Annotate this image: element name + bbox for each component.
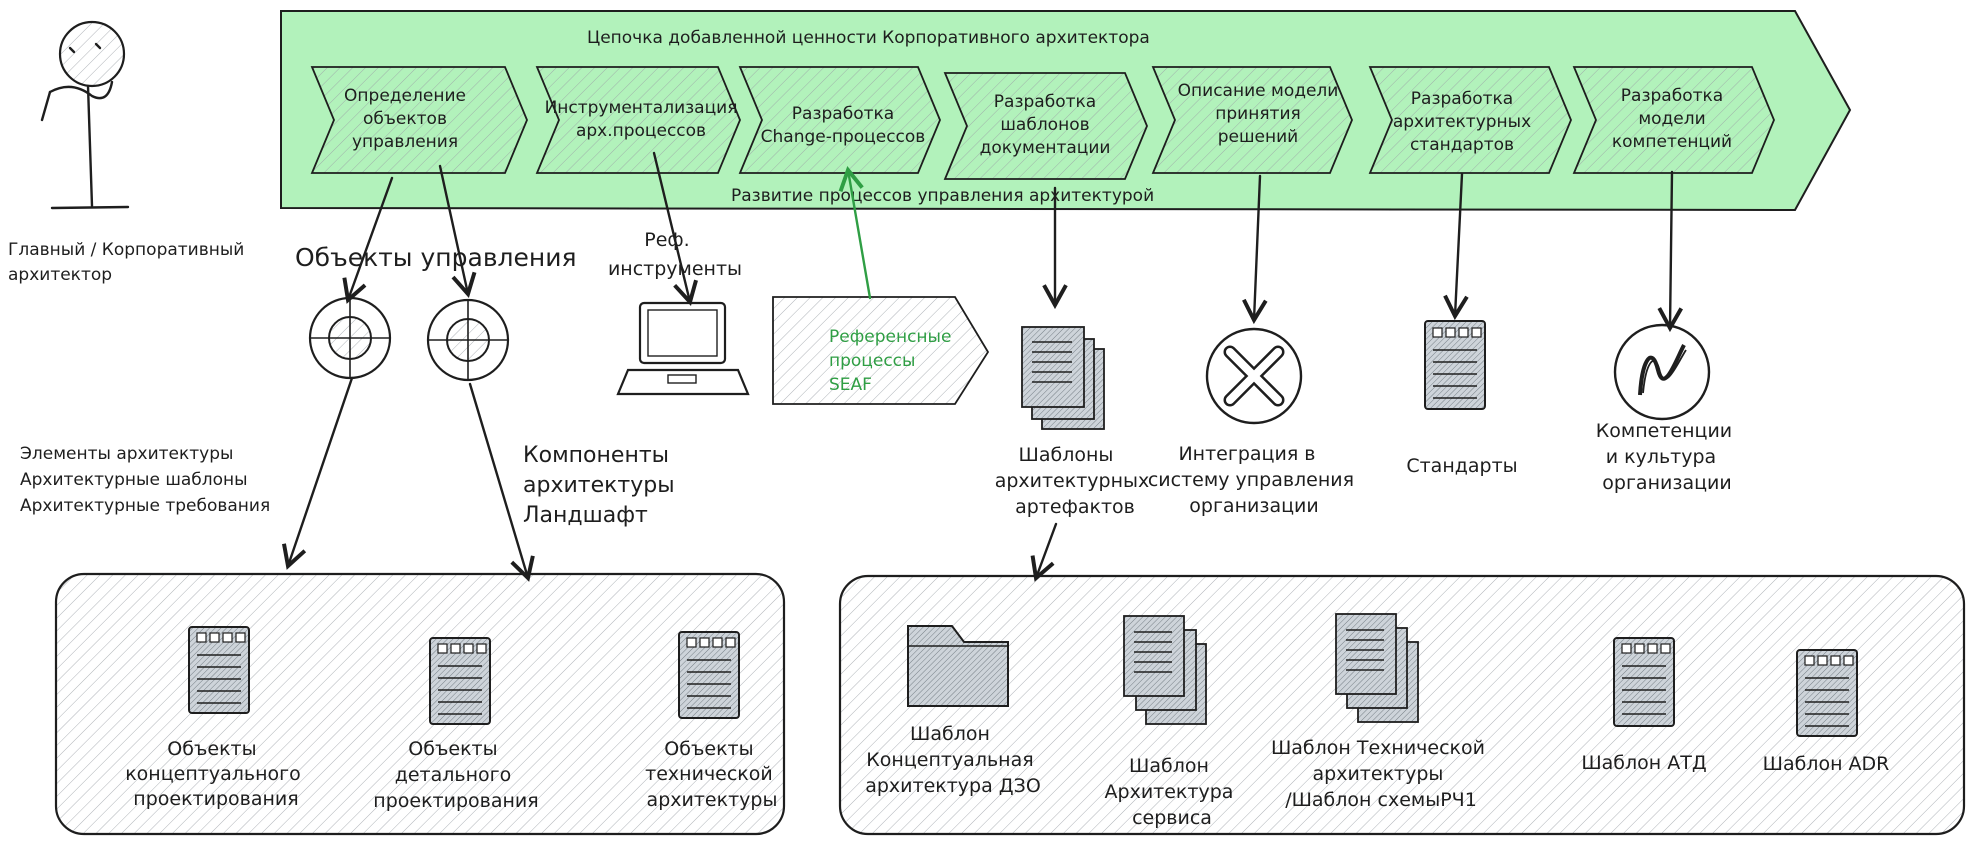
standards-label: Стандарты xyxy=(1406,455,1517,477)
value-chain-subtitle: Развитие процессов управления архитектур… xyxy=(731,186,1154,206)
arrow-target-to-left-box xyxy=(282,376,354,570)
arrow-define-to-target-concept xyxy=(342,176,394,304)
elements-note: Элементы архитектуры Архитектурные шабло… xyxy=(20,444,270,516)
integration-x-icon xyxy=(1205,327,1303,425)
detail-objects-label: Объекты детального проектирования xyxy=(373,738,538,812)
connector-arrows xyxy=(282,151,1683,582)
tech-template-doc-stack-icon xyxy=(1335,613,1419,723)
tech-objects-label: Объекты технической архитектуры xyxy=(645,738,779,811)
arrow-decision-to-integration xyxy=(1242,174,1268,325)
arrow-standards-to-doc xyxy=(1443,172,1469,321)
templates-label: Шаблоны архитектурных артефактов xyxy=(995,444,1156,518)
template-concept-label: Шаблон Концептуальная архитектура ДЗО xyxy=(865,723,1041,797)
arrow-seaf-to-change xyxy=(838,165,872,300)
arrow-target2-to-left-box xyxy=(468,382,535,582)
template-service-label: Шаблон Архитектура сервиса xyxy=(1105,755,1240,829)
arrow-competence-to-icon xyxy=(1657,170,1683,333)
arrow-templates-to-right-box xyxy=(1030,522,1058,582)
detail-doc-icon xyxy=(429,637,491,725)
components-note: Компоненты архитектуры Ландшафт xyxy=(523,443,682,528)
concept-doc-icon xyxy=(188,626,250,714)
service-doc-stack-icon xyxy=(1123,615,1207,725)
competence-label: Компетенции и культура организации xyxy=(1596,420,1738,494)
document-stack-icon xyxy=(1021,326,1105,430)
atd-doc-icon xyxy=(1613,637,1675,727)
competence-icon xyxy=(1613,323,1711,421)
standards-doc-icon xyxy=(1424,320,1486,410)
integration-label: Интеграция в систему управления организа… xyxy=(1148,443,1360,517)
adr-doc-icon xyxy=(1796,649,1858,737)
architect-figure-icon xyxy=(40,20,130,210)
ref-tools-label: Реф. инструменты xyxy=(608,229,742,280)
target-icon-concept xyxy=(308,296,392,380)
ref-process-label: Референсные процессы SEAF xyxy=(829,327,957,395)
architect-role-label: Главный / Корпоративный архитектор xyxy=(8,240,250,285)
template-tech-label: Шаблон Технической архитектуры /Шаблон с… xyxy=(1271,737,1491,811)
laptop-icon xyxy=(616,301,750,396)
folder-icon xyxy=(907,625,1009,707)
value-chain-title: Цепочка добавленной ценности Корпоративн… xyxy=(587,28,1150,48)
objects-heading: Объекты управления xyxy=(295,243,577,272)
arrow-define-to-target-components xyxy=(438,164,477,298)
ref-process-chevron xyxy=(772,296,990,405)
template-atd-label: Шаблон АТД xyxy=(1581,752,1706,774)
concept-objects-label: Объекты концептуального проектирования xyxy=(125,738,307,810)
arrow-instrument-to-laptop xyxy=(652,151,698,306)
tech-doc-icon xyxy=(678,631,740,719)
target-icon-components xyxy=(426,298,510,382)
template-adr-label: Шаблон ADR xyxy=(1763,753,1890,775)
